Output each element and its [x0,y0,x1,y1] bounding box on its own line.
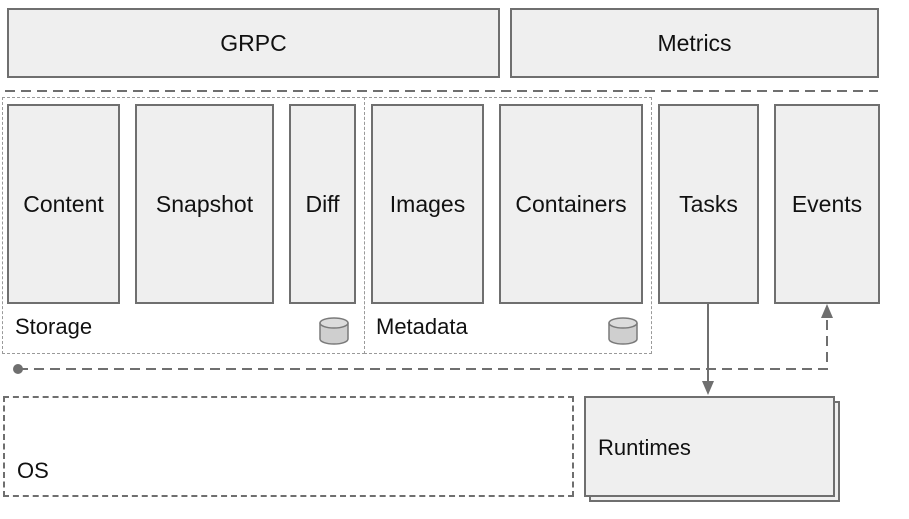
tasks-to-runtimes-arrowhead [702,381,714,395]
metadata-label: Metadata [376,314,468,339]
storage-database-icon [319,317,349,345]
events-box: Events [774,104,880,304]
grpc-box: GRPC [7,8,500,78]
event-bus-arrowhead [821,304,833,318]
content-box: Content [7,104,120,304]
event-bus-line [18,316,828,370]
grpc-label: GRPC [220,29,287,56]
metadata-database-icon [608,317,638,345]
metadata-group [364,97,652,354]
images-label: Images [389,190,466,217]
images-box: Images [371,104,484,304]
tasks-label: Tasks [679,190,738,217]
events-label: Events [791,190,863,217]
snapshot-label: Snapshot [155,190,254,217]
containers-label: Containers [515,190,627,217]
containers-box: Containers [499,104,643,304]
os-label: OS [17,458,49,483]
storage-label: Storage [15,314,93,339]
diff-box: Diff [289,104,356,304]
metrics-label: Metrics [657,29,732,56]
diff-label: Diff [305,190,340,217]
content-label: Content [23,190,104,217]
snapshot-box: Snapshot [135,104,274,304]
runtimes-box: Runtimes [584,396,835,497]
os-box: OS [3,396,574,497]
metrics-box: Metrics [510,8,879,78]
runtimes-label: Runtimes [598,435,691,460]
tasks-box: Tasks [658,104,759,304]
